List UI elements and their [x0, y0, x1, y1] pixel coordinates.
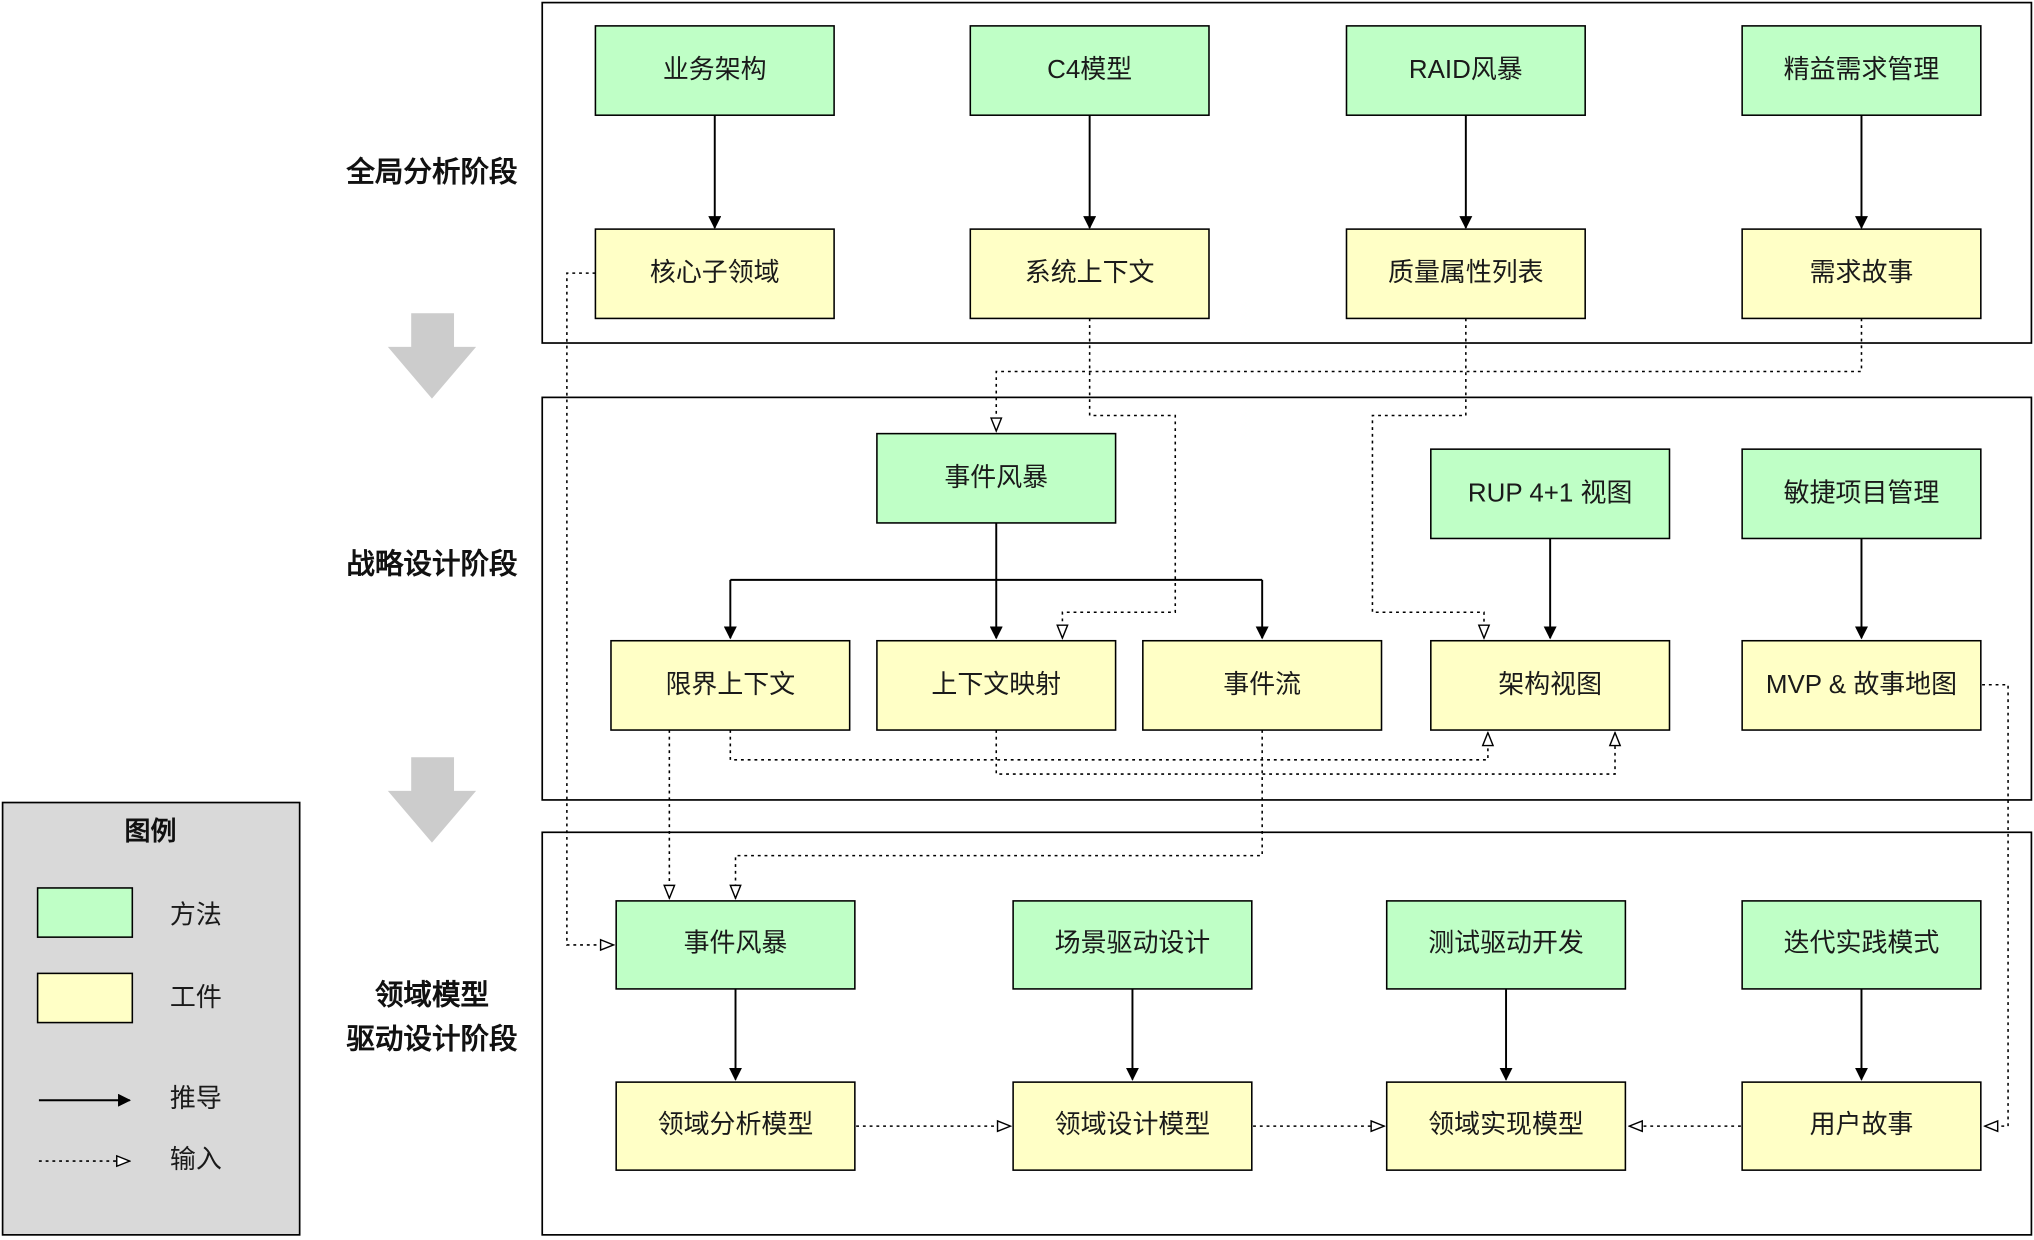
node-architecture-view: 架构视图 — [1430, 639, 1671, 731]
legend-artifact-swatch — [36, 972, 134, 1024]
edge-system-context-to-context-map — [1062, 318, 1177, 638]
node-domain-impl-model: 领域实现模型 — [1385, 1081, 1627, 1171]
node-label: RAID风暴 — [1409, 56, 1523, 84]
node-rup-view: RUP 4+1 视图 — [1430, 448, 1671, 540]
flow-down-arrow-1 — [387, 313, 477, 399]
node-quality-attributes: 质量属性列表 — [1345, 228, 1586, 320]
phase-label-domain-model-line2: 驱动设计阶段 — [346, 1023, 518, 1056]
node-label: 质量属性列表 — [1388, 258, 1544, 287]
node-label: C4模型 — [1047, 55, 1132, 84]
node-test-driven: 测试驱动开发 — [1385, 900, 1627, 990]
node-domain-analysis-model: 领域分析模型 — [615, 1081, 856, 1171]
node-domain-design-model: 领域设计模型 — [1012, 1081, 1253, 1171]
phase-label-domain-model-line1: 领域模型 — [375, 979, 489, 1012]
node-c4-model: C4模型 — [969, 25, 1210, 116]
node-label: 测试驱动开发 — [1428, 929, 1584, 958]
legend-title: 图例 — [125, 817, 177, 847]
node-event-storming-strategic: 事件风暴 — [876, 432, 1117, 524]
node-label: 领域分析模型 — [658, 1110, 814, 1139]
phase-label-strategic: 战略设计阶段 — [346, 548, 518, 581]
node-label: 事件风暴 — [944, 463, 1048, 492]
edge-requirement-story-to-event-storm — [996, 318, 1863, 431]
node-label: 场景驱动设计 — [1055, 929, 1211, 958]
node-label: 领域设计模型 — [1055, 1110, 1211, 1139]
legend-input-label: 输入 — [170, 1145, 222, 1174]
edge-event-flow-to-event-storm-model — [736, 730, 1263, 898]
node-label: 事件流 — [1223, 670, 1301, 699]
node-mvp-story-map: MVP & 故事地图 — [1741, 639, 1982, 731]
legend-artifact-label: 工件 — [170, 983, 222, 1012]
domain-model-frame — [541, 831, 2033, 1236]
node-label: 上下文映射 — [931, 670, 1061, 699]
node-core-subdomain: 核心子领域 — [594, 228, 835, 320]
node-bounded-context: 限界上下文 — [610, 639, 851, 731]
node-label: 业务架构 — [663, 55, 767, 84]
node-label: 敏捷项目管理 — [1784, 478, 1940, 507]
node-event-flow: 事件流 — [1142, 639, 1383, 731]
legend-method-label: 方法 — [170, 900, 222, 929]
node-scenario-driven: 场景驱动设计 — [1012, 900, 1253, 990]
phase-label-global: 全局分析阶段 — [345, 155, 518, 188]
node-label: 需求故事 — [1810, 258, 1914, 287]
node-lean-requirements: 精益需求管理 — [1741, 25, 1982, 116]
node-label: RUP 4+1 视图 — [1468, 478, 1633, 507]
node-user-story: 用户故事 — [1741, 1081, 1982, 1171]
node-label: 限界上下文 — [665, 670, 795, 699]
edge-mvp-to-user-story — [1982, 683, 2009, 1126]
legend: 图例 方法 工件 推导 输入 — [1, 801, 301, 1236]
legend-method-swatch — [36, 887, 134, 938]
node-label: 领域实现模型 — [1428, 1110, 1584, 1139]
node-label: 核心子领域 — [650, 258, 780, 287]
flow-down-arrow-2 — [387, 757, 477, 843]
edge-quality-attributes-to-architecture-view — [1371, 318, 1484, 638]
edge-context-map-to-architecture-view — [995, 730, 1615, 775]
node-label: 精益需求管理 — [1784, 55, 1940, 84]
node-label: 用户故事 — [1810, 1110, 1914, 1139]
node-label: 事件风暴 — [684, 929, 788, 958]
node-label: 迭代实践模式 — [1784, 929, 1940, 958]
node-agile-pm: 敏捷项目管理 — [1741, 448, 1982, 540]
node-system-context: 系统上下文 — [969, 228, 1210, 320]
node-label: MVP & 故事地图 — [1766, 670, 1957, 699]
edge-core-subdomain-to-event-storm-model — [566, 272, 614, 945]
node-label: 系统上下文 — [1025, 258, 1155, 287]
node-event-storming-model: 事件风暴 — [615, 900, 856, 990]
legend-derive-label: 推导 — [170, 1084, 222, 1113]
node-label: 架构视图 — [1498, 670, 1602, 699]
node-iterative-practice: 迭代实践模式 — [1741, 900, 1982, 990]
node-raid-storm: RAID风暴 — [1345, 25, 1586, 116]
node-business-architecture: 业务架构 — [594, 25, 835, 116]
node-context-map: 上下文映射 — [876, 639, 1117, 731]
edge-bounded-context-to-architecture-view — [729, 730, 1488, 761]
node-requirement-story: 需求故事 — [1741, 228, 1982, 320]
